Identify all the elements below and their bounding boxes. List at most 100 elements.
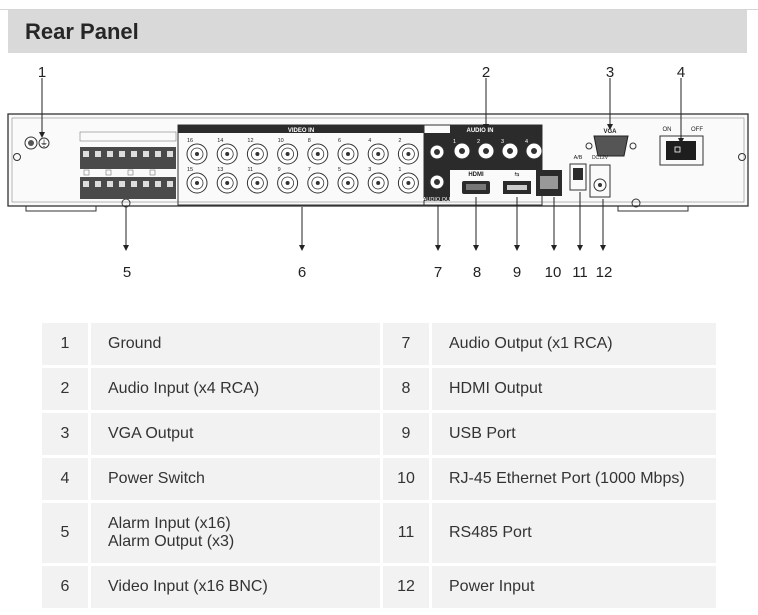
bnc-port-label: 7 [308, 167, 311, 173]
item-description: Power Input [432, 566, 716, 608]
rs485-port: A/B [569, 155, 587, 191]
svg-text:ON: ON [663, 127, 672, 133]
video-in-label: VIDEO IN [288, 128, 314, 134]
bnc-port-icon: 1 [397, 167, 419, 194]
bnc-port-label: 1 [398, 167, 401, 173]
bnc-port-icon: 7 [307, 167, 329, 194]
bnc-port-icon: 15 [186, 167, 208, 194]
bnc-port-label: 11 [247, 167, 253, 173]
spec-table: 1 Ground 7 Audio Output (x1 RCA) 2 Audio… [42, 320, 716, 611]
callout-7: 7 [434, 264, 442, 281]
item-number: 10 [383, 458, 432, 500]
table-row: 1 Ground 7 Audio Output (x1 RCA) [42, 323, 716, 365]
item-number: 8 [383, 368, 432, 410]
screw-icon [13, 153, 21, 161]
callout-9: 9 [513, 264, 521, 281]
bnc-port-icon: 10 [277, 138, 299, 165]
item-number: 7 [383, 323, 432, 365]
alarm-terminal-block [79, 131, 177, 199]
bnc-port-icon: 14 [216, 138, 238, 165]
item-number: 12 [383, 566, 432, 608]
bnc-port-label: 13 [217, 167, 223, 173]
ground-terminal-icon: ⏚ [24, 136, 50, 150]
screw-icon [631, 198, 641, 208]
vga-port: VGA [585, 129, 637, 157]
rca-port-icon: 4 [525, 139, 543, 160]
item-description: RS485 Port [432, 503, 716, 563]
bnc-port-icon: 6 [337, 138, 359, 165]
item-number: 5 [42, 503, 91, 563]
svg-text:⏚: ⏚ [40, 139, 48, 148]
item-description: HDMI Output [432, 368, 716, 410]
item-description: Audio Input (x4 RCA) [91, 368, 383, 410]
bnc-port-icon: 4 [367, 138, 389, 165]
callout-4: 4 [677, 64, 685, 81]
rca-port-label: 3 [501, 139, 504, 145]
bnc-port-icon: 3 [367, 167, 389, 194]
bnc-port-label: 10 [278, 138, 284, 144]
table-row: 4 Power Switch 10 RJ-45 Ethernet Port (1… [42, 458, 716, 500]
callout-10: 10 [545, 264, 562, 281]
item-number: 11 [383, 503, 432, 563]
callout-8: 8 [473, 264, 481, 281]
callout-12: 12 [596, 264, 613, 281]
foot-right [617, 205, 689, 212]
bnc-port-label: 2 [398, 138, 401, 144]
svg-text:HDMI: HDMI [468, 172, 484, 178]
svg-text:OFF: OFF [691, 127, 703, 133]
item-number: 3 [42, 413, 91, 455]
table-row: 2 Audio Input (x4 RCA) 8 HDMI Output [42, 368, 716, 410]
rca-port-label: 4 [525, 139, 528, 145]
item-description: Ground [91, 323, 383, 365]
bnc-port-label: 4 [368, 138, 371, 144]
item-description: Power Switch [91, 458, 383, 500]
bnc-port-label: 8 [308, 138, 311, 144]
video-in-header [178, 125, 424, 133]
bnc-port-icon: 5 [337, 167, 359, 194]
rca-port-icon: 1 [453, 139, 471, 160]
section-header: Rear Panel [8, 10, 747, 53]
table-row: 6 Video Input (x16 BNC) 12 Power Input [42, 566, 716, 608]
callout-1: 1 [38, 64, 46, 81]
bnc-port-label: 15 [187, 167, 193, 173]
usb-port: ⇆ [503, 171, 531, 194]
table-row: 3 VGA Output 9 USB Port [42, 413, 716, 455]
item-description: Video Input (x16 BNC) [91, 566, 383, 608]
svg-text:DC12V: DC12V [592, 155, 609, 161]
dc-power-port: DC12V [589, 155, 611, 198]
item-description: Audio Output (x1 RCA) [432, 323, 716, 365]
rca-port-label: 1 [453, 139, 456, 145]
bnc-port-label: 12 [247, 138, 253, 144]
item-number: 9 [383, 413, 432, 455]
item-description: Alarm Input (x16) Alarm Output (x3) [91, 503, 383, 563]
item-description-line: Alarm Output (x3) [108, 533, 235, 550]
bnc-port-icon: 9 [277, 167, 299, 194]
bnc-port-icon: 2 [397, 138, 419, 165]
foot-left [25, 205, 97, 212]
audio-in-ports: 1 2 3 4 [453, 139, 543, 160]
rca-port-label: 2 [477, 139, 480, 145]
bnc-port-icon: 8 [307, 138, 329, 165]
bnc-port-icon: 16 [186, 138, 208, 165]
ethernet-port [536, 170, 562, 196]
callout-5: 5 [123, 264, 131, 281]
top-rule [0, 0, 758, 10]
audio-in-label: AUDIO IN [467, 128, 494, 134]
item-number: 4 [42, 458, 91, 500]
item-description-line: Alarm Input (x16) [108, 515, 231, 532]
item-description: VGA Output [91, 413, 383, 455]
audio-out-label: AUDIO OUT [423, 197, 454, 203]
svg-text:VGA: VGA [603, 129, 617, 135]
bnc-port-label: 14 [217, 138, 223, 144]
bnc-port-icon: 12 [246, 138, 268, 165]
audio-out-port [424, 133, 450, 201]
bnc-port-icon: 11 [246, 167, 268, 194]
item-number: 6 [42, 566, 91, 608]
item-description: USB Port [432, 413, 716, 455]
svg-text:⇆: ⇆ [514, 171, 519, 178]
callout-11: 11 [572, 264, 588, 281]
item-number: 2 [42, 368, 91, 410]
item-number: 1 [42, 323, 91, 365]
callout-3: 3 [606, 64, 614, 81]
